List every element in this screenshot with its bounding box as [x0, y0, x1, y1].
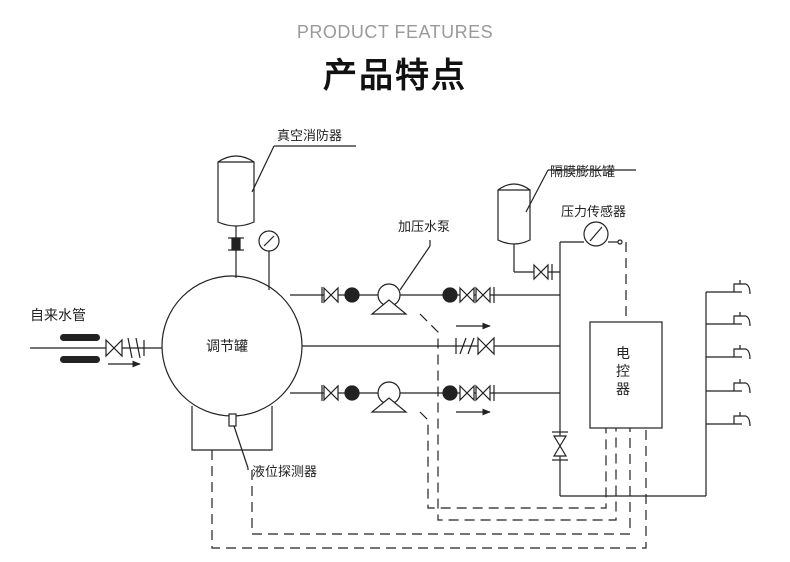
label-controller-1: 电 [616, 346, 630, 362]
drain-valve [552, 431, 568, 461]
tank-stand [191, 406, 273, 451]
label-controller-2: 控 [616, 364, 630, 380]
pressure-sensor [560, 221, 623, 247]
outlet-manifold [705, 291, 742, 496]
controller-box [589, 321, 663, 429]
faucets [733, 280, 751, 427]
vacuum-leader [251, 145, 275, 193]
top-pump [370, 283, 408, 315]
diaphragm-tank [497, 183, 560, 281]
bottom-valve-right [442, 384, 495, 402]
header-subtitle: PRODUCT FEATURES [296, 22, 494, 42]
label-booster-pump: 加压水泵 [398, 220, 450, 235]
label-pressure-sensor: 压力传感器 [561, 204, 626, 220]
header-title: 产品特点 [323, 56, 467, 96]
bottom-valve-left [321, 384, 360, 402]
label-regulating-tank: 调节罐 [206, 339, 248, 355]
bypass-valve [455, 336, 495, 356]
level-detector-leader [233, 425, 249, 469]
label-vacuum-preventer: 真空消防器 [277, 128, 342, 144]
level-detector [228, 413, 237, 427]
signal-lines [211, 242, 647, 549]
label-diaphragm-tank: 隔膜膨胀罐 [550, 165, 615, 180]
diaphragm-leader [525, 169, 549, 213]
tank-pressure-gauge [258, 230, 280, 290]
top-valve-left [321, 286, 360, 304]
label-level-detector: 液位探测器 [252, 465, 317, 480]
inlet-valve [105, 337, 145, 359]
tap-water-pipe-icon [60, 334, 100, 363]
vacuum-preventer [217, 155, 255, 278]
top-valve-right [442, 286, 495, 304]
label-controller-3: 器 [616, 382, 630, 398]
pump-leader [399, 245, 431, 291]
bottom-pump [370, 381, 408, 413]
label-tap-water-pipe: 自来水管 [30, 308, 86, 324]
